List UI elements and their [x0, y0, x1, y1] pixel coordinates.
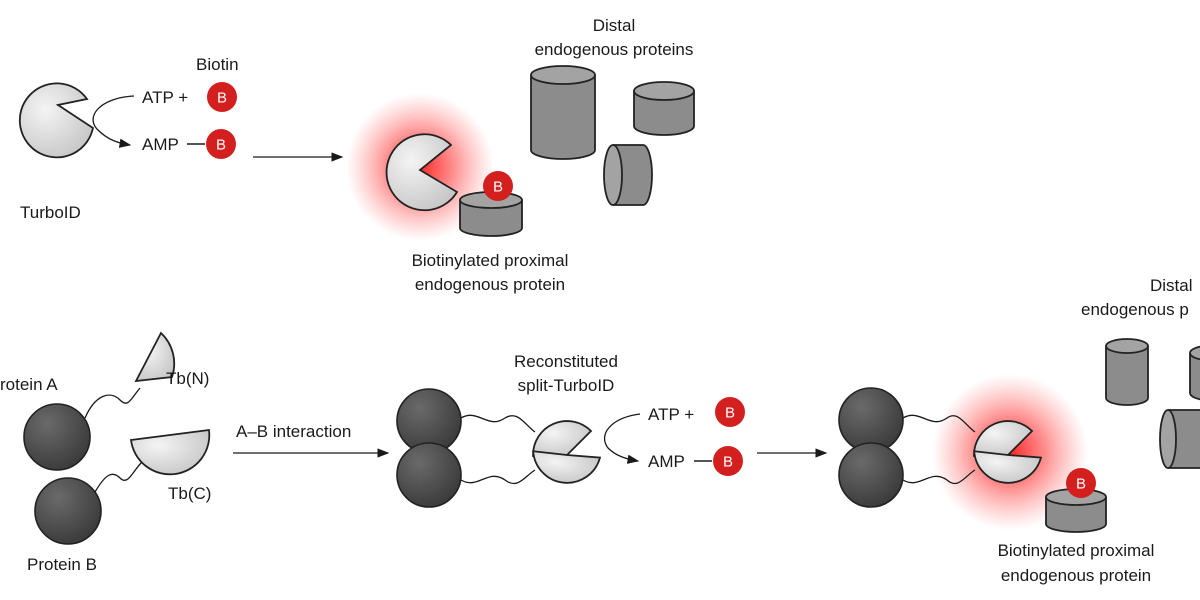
interaction-label: A–B interaction — [236, 422, 351, 441]
svg-text:B: B — [725, 405, 735, 422]
atp-label: ATP + — [142, 88, 188, 107]
split-turboid-reconstituted — [532, 420, 602, 484]
biotin-label: Biotin — [196, 55, 239, 74]
top-panel: TurboID Biotin ATP + B AMP B B Biotinyla… — [18, 16, 695, 294]
protein-b-label: Protein B — [27, 555, 97, 574]
biotin-badge: B — [207, 82, 237, 112]
reconstituted-label-line2: split-TurboID — [518, 376, 615, 395]
biotin-badge-amp-split: B — [713, 446, 743, 476]
protein-b-bound — [396, 442, 462, 508]
reaction-arrow — [92, 95, 135, 148]
svg-text:B: B — [216, 137, 226, 154]
bottom-panel: rotein A Protein B Tb(N) Tb(C) A–B inter… — [0, 276, 1200, 585]
linker-b-bound — [460, 469, 536, 485]
biotin-badge-amp: B — [206, 129, 236, 159]
distal-label-split-line2: endogenous p — [1081, 300, 1189, 319]
biotin-badge-attached: B — [483, 171, 513, 201]
atp-label-split: ATP + — [648, 405, 694, 424]
turboid-active — [385, 133, 459, 212]
amp-label: AMP — [142, 135, 179, 154]
biotin-badge-split: B — [715, 397, 745, 427]
proximal-label-split-line2: endogenous protein — [1001, 566, 1151, 585]
distal-protein-split-1 — [1105, 338, 1149, 406]
linker-b-final — [902, 469, 976, 485]
protein-a-label: rotein A — [0, 375, 58, 394]
linker-a-final — [902, 414, 976, 433]
reaction-arrow-split — [603, 413, 641, 464]
protein-b — [34, 477, 102, 545]
distal-label-split-line1: Distal — [1150, 276, 1193, 295]
turboid-enzyme — [18, 82, 95, 159]
distal-protein-1 — [530, 65, 596, 160]
svg-text:B: B — [493, 179, 503, 196]
proximal-label-line2: endogenous protein — [415, 275, 565, 294]
proximal-label-line1: Biotinylated proximal — [412, 251, 569, 270]
distal-label-line1: Distal — [593, 16, 636, 35]
biotin-badge-attached-split: B — [1066, 468, 1096, 498]
proximal-label-split-line1: Biotinylated proximal — [998, 541, 1155, 560]
distal-protein-2 — [633, 81, 695, 136]
distal-protein-3 — [603, 144, 653, 206]
svg-text:B: B — [217, 90, 227, 107]
distal-label-line2: endogenous proteins — [535, 40, 694, 59]
protein-a — [23, 403, 91, 471]
distal-protein-split-2 — [1189, 345, 1200, 401]
linker-a-bound — [460, 414, 536, 433]
svg-text:B: B — [1076, 476, 1086, 493]
svg-text:B: B — [723, 454, 733, 471]
linker-b — [94, 461, 143, 493]
tb-c-fragment — [129, 428, 211, 476]
amp-label-split: AMP — [648, 452, 685, 471]
tb-c-label: Tb(C) — [168, 484, 211, 503]
distal-protein-split-3 — [1159, 409, 1200, 469]
reconstituted-label-line1: Reconstituted — [514, 352, 618, 371]
turboid-label: TurboID — [20, 203, 81, 222]
tb-n-label: Tb(N) — [166, 369, 209, 388]
split-turboid-active — [973, 420, 1043, 484]
protein-b-final — [838, 442, 904, 508]
linker-a — [84, 387, 141, 419]
tb-n-fragment — [134, 331, 176, 383]
